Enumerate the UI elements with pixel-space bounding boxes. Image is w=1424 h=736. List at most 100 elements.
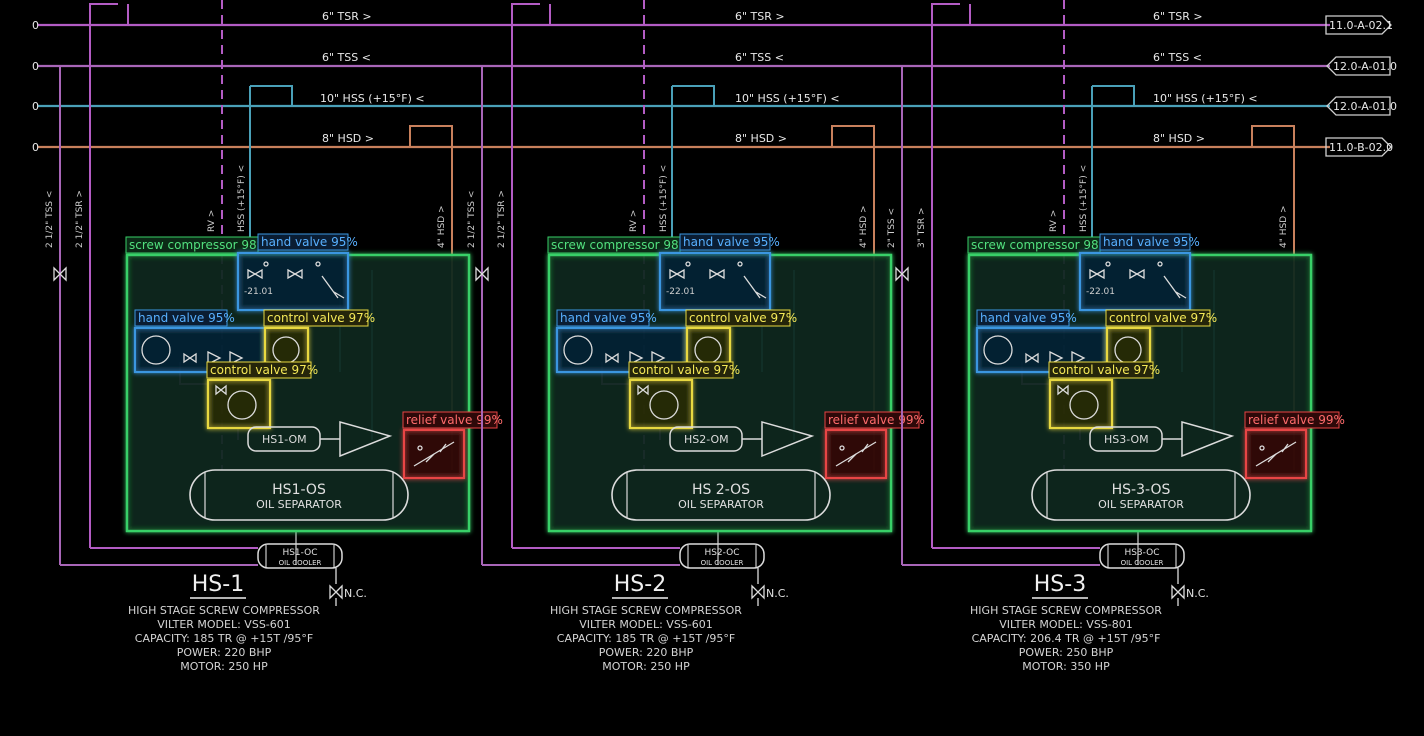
unit-1-oil-cooler: HS1-OC OIL COOLER bbox=[257, 543, 343, 569]
unit-2-branch-hsd: 4" HSD > bbox=[859, 205, 869, 248]
unit-2-screw-compressor-label: screw compressor 98% bbox=[551, 238, 690, 252]
unit-1-motor-code: HS1-OM bbox=[262, 433, 307, 446]
unit-3-branch-hss: HSS (+15°F) < bbox=[1079, 165, 1089, 232]
unit-3-desc-3: CAPACITY: 206.4 TR @ +15T /95°F bbox=[972, 632, 1161, 645]
unit-1-cooler-name: OIL COOLER bbox=[279, 559, 322, 567]
unit-3-title: HS-3 bbox=[1034, 572, 1086, 597]
unit-2-hand-valve-left-label: hand valve 95% bbox=[560, 311, 657, 325]
unit-2-control-valve-mid-tag bbox=[628, 361, 734, 379]
unit-1-desc-1: HIGH STAGE SCREW COMPRESSOR bbox=[128, 604, 320, 617]
unit-2-desc-2: VILTER MODEL: VSS-601 bbox=[579, 618, 713, 631]
svg-text:12.0-A-01.0: 12.0-A-01.0 bbox=[1333, 100, 1397, 113]
unit-3-hand-valve-left-label: hand valve 95% bbox=[980, 311, 1077, 325]
hsd-end-tag: 11.0-B-02.0 bbox=[1325, 137, 1393, 157]
unit-3-separator-code: HS-3-OS bbox=[1112, 482, 1171, 498]
unit-1-branch-tsr: 2 1/2" TSR > bbox=[75, 190, 85, 248]
unit-2-relief-valve-label: relief valve 99% bbox=[828, 413, 925, 427]
unit-1-branch-hsd: 4" HSD > bbox=[437, 205, 447, 248]
unit-1-title: HS-1 bbox=[192, 572, 244, 597]
unit-1-desc-4: POWER: 220 BHP bbox=[177, 646, 272, 659]
unit-2-hand-valve-left-tag bbox=[556, 309, 650, 327]
tsr-end-tag: 11.0-A-02.1 bbox=[1325, 15, 1393, 35]
unit-2-desc-5: MOTOR: 250 HP bbox=[602, 660, 690, 673]
hss-end-tag: 12.0-A-01.0 bbox=[1326, 96, 1397, 116]
unit-2-gauge-icon bbox=[563, 335, 666, 366]
unit-3-hand-valve-top-label: hand valve 95% bbox=[1103, 235, 1200, 249]
unit-1-gauge-icon bbox=[141, 335, 244, 366]
tss-label-1: 6" TSS < bbox=[322, 51, 371, 64]
unit-3-screw-compressor-label: screw compressor 98% bbox=[971, 238, 1110, 252]
unit-3-hand-valve-top-tag bbox=[1099, 233, 1191, 251]
unit-1-branch-hss: HSS (+15°F) < bbox=[237, 165, 247, 232]
unit-3-branch-rv: RV > bbox=[1049, 210, 1059, 232]
hss-label-3: 10" HSS (+15°F) < bbox=[1153, 92, 1258, 105]
unit-3-control-valve-right-tag bbox=[1105, 309, 1211, 327]
unit-2-compressor-icon bbox=[761, 421, 815, 458]
unit-2-cooler-code: HS2-OC bbox=[704, 548, 739, 558]
unit-2-hand-valve-top-tag bbox=[679, 233, 771, 251]
unit-1-relief-valve-tag bbox=[402, 411, 498, 429]
unit-2-nc-label: N.C. bbox=[766, 587, 789, 600]
unit-2-relief-valve-tag bbox=[824, 411, 920, 429]
unit-3-control-valve-mid-tag bbox=[1048, 361, 1154, 379]
unit-1-branch-tss: 2 1/2" TSS < bbox=[45, 191, 55, 248]
unit-1-hand-valve-top-box bbox=[236, 251, 350, 312]
unit-1-screw-compressor-label: screw compressor 98% bbox=[129, 238, 268, 252]
unit-3-nc-valve-icon bbox=[1171, 568, 1185, 606]
unit-3-relief-valve-label: relief valve 99% bbox=[1248, 413, 1345, 427]
unit-3-gauge-icon bbox=[983, 335, 1086, 366]
unit-2-motor: HS2-OM bbox=[669, 426, 762, 452]
unit-3-oil-cooler: HS3-OC OIL COOLER bbox=[1099, 543, 1185, 569]
unit-2-motor-code: HS2-OM bbox=[684, 433, 729, 446]
unit-1-separator-code: HS1-OS bbox=[272, 482, 326, 498]
unit-2-separator-code: HS 2-OS bbox=[692, 482, 750, 498]
unit-2-valve-symbols-icon bbox=[669, 261, 767, 299]
unit-1-branch-rv: RV > bbox=[207, 210, 217, 232]
unit-2-desc-3: CAPACITY: 185 TR @ +15T /95°F bbox=[557, 632, 735, 645]
unit-3-cooler-code: HS3-OC bbox=[1124, 548, 1159, 558]
unit-1-separator-name: OIL SEPARATOR bbox=[256, 498, 342, 511]
unit-1-control-valve-right-tag bbox=[263, 309, 369, 327]
svg-text:11.0-A-02.1: 11.0-A-02.1 bbox=[1329, 19, 1393, 32]
tss-label-3: 6" TSS < bbox=[1153, 51, 1202, 64]
unit-1-oil-separator: HS1-OS OIL SEPARATOR bbox=[189, 469, 409, 521]
unit-1-desc-5: MOTOR: 250 HP bbox=[180, 660, 268, 673]
unit-1-control-valve-mid-label: control valve 97% bbox=[210, 363, 318, 377]
hss-left-label: 0 bbox=[32, 100, 39, 113]
svg-text:12.0-A-01.0: 12.0-A-01.0 bbox=[1333, 60, 1397, 73]
unit-3-valve-symbols-icon bbox=[1089, 261, 1187, 299]
tsr-label-3: 6" TSR > bbox=[1153, 10, 1203, 23]
hsd-left-label: 0 bbox=[32, 141, 39, 154]
unit-2-desc-4: POWER: 220 BHP bbox=[599, 646, 694, 659]
tsr-label-2: 6" TSR > bbox=[735, 10, 785, 23]
unit-1-desc-2: VILTER MODEL: VSS-601 bbox=[157, 618, 291, 631]
unit-1-nc-valve-icon bbox=[329, 568, 343, 606]
unit-3-side-valve-icon bbox=[895, 266, 909, 282]
unit-2-branch-rv: RV > bbox=[629, 210, 639, 232]
unit-3-control-valve-mid-icon bbox=[1057, 384, 1099, 420]
hss-label-1: 10" HSS (+15°F) < bbox=[320, 92, 425, 105]
unit-1-cooler-code: HS1-OC bbox=[282, 548, 317, 558]
unit-2-valve-code: -22.01 bbox=[666, 287, 695, 297]
unit-3-hand-valve-left-tag bbox=[976, 309, 1070, 327]
unit-2-branch-tss: 2 1/2" TSS < bbox=[467, 191, 477, 248]
hss-label-2: 10" HSS (+15°F) < bbox=[735, 92, 840, 105]
unit-1-side-valve-icon bbox=[53, 266, 67, 282]
unit-3-oil-separator: HS-3-OS OIL SEPARATOR bbox=[1031, 469, 1251, 521]
compressor-unit-2: 2 1/2" TSS < 2 1/2" TSR > RV > HSS (+15°… bbox=[467, 0, 925, 673]
header-lines: 0 0 0 0 6" TSR > 6" TSR > 6" TSR > 6" TS… bbox=[32, 10, 1397, 157]
unit-2-hand-valve-top-label: hand valve 95% bbox=[683, 235, 780, 249]
unit-1-valve-symbols-icon bbox=[247, 261, 345, 299]
unit-3-relief-valve-tag bbox=[1244, 411, 1340, 429]
unit-3-relief-valve-icon bbox=[1255, 441, 1297, 467]
unit-1-valve-code: -21.01 bbox=[244, 287, 273, 297]
unit-2-cooler-name: OIL COOLER bbox=[701, 559, 744, 567]
unit-2-relief-valve-icon bbox=[835, 441, 877, 467]
unit-3-desc-2: VILTER MODEL: VSS-801 bbox=[999, 618, 1133, 631]
compressor-unit-1: 2 1/2" TSS < 2 1/2" TSR > RV > HSS (+15°… bbox=[45, 0, 503, 673]
unit-2-title: HS-2 bbox=[614, 572, 666, 597]
unit-3-branch-tss: 2" TSS < bbox=[887, 208, 897, 248]
unit-1-relief-valve-label: relief valve 99% bbox=[406, 413, 503, 427]
tsr-left-label: 0 bbox=[32, 19, 39, 32]
